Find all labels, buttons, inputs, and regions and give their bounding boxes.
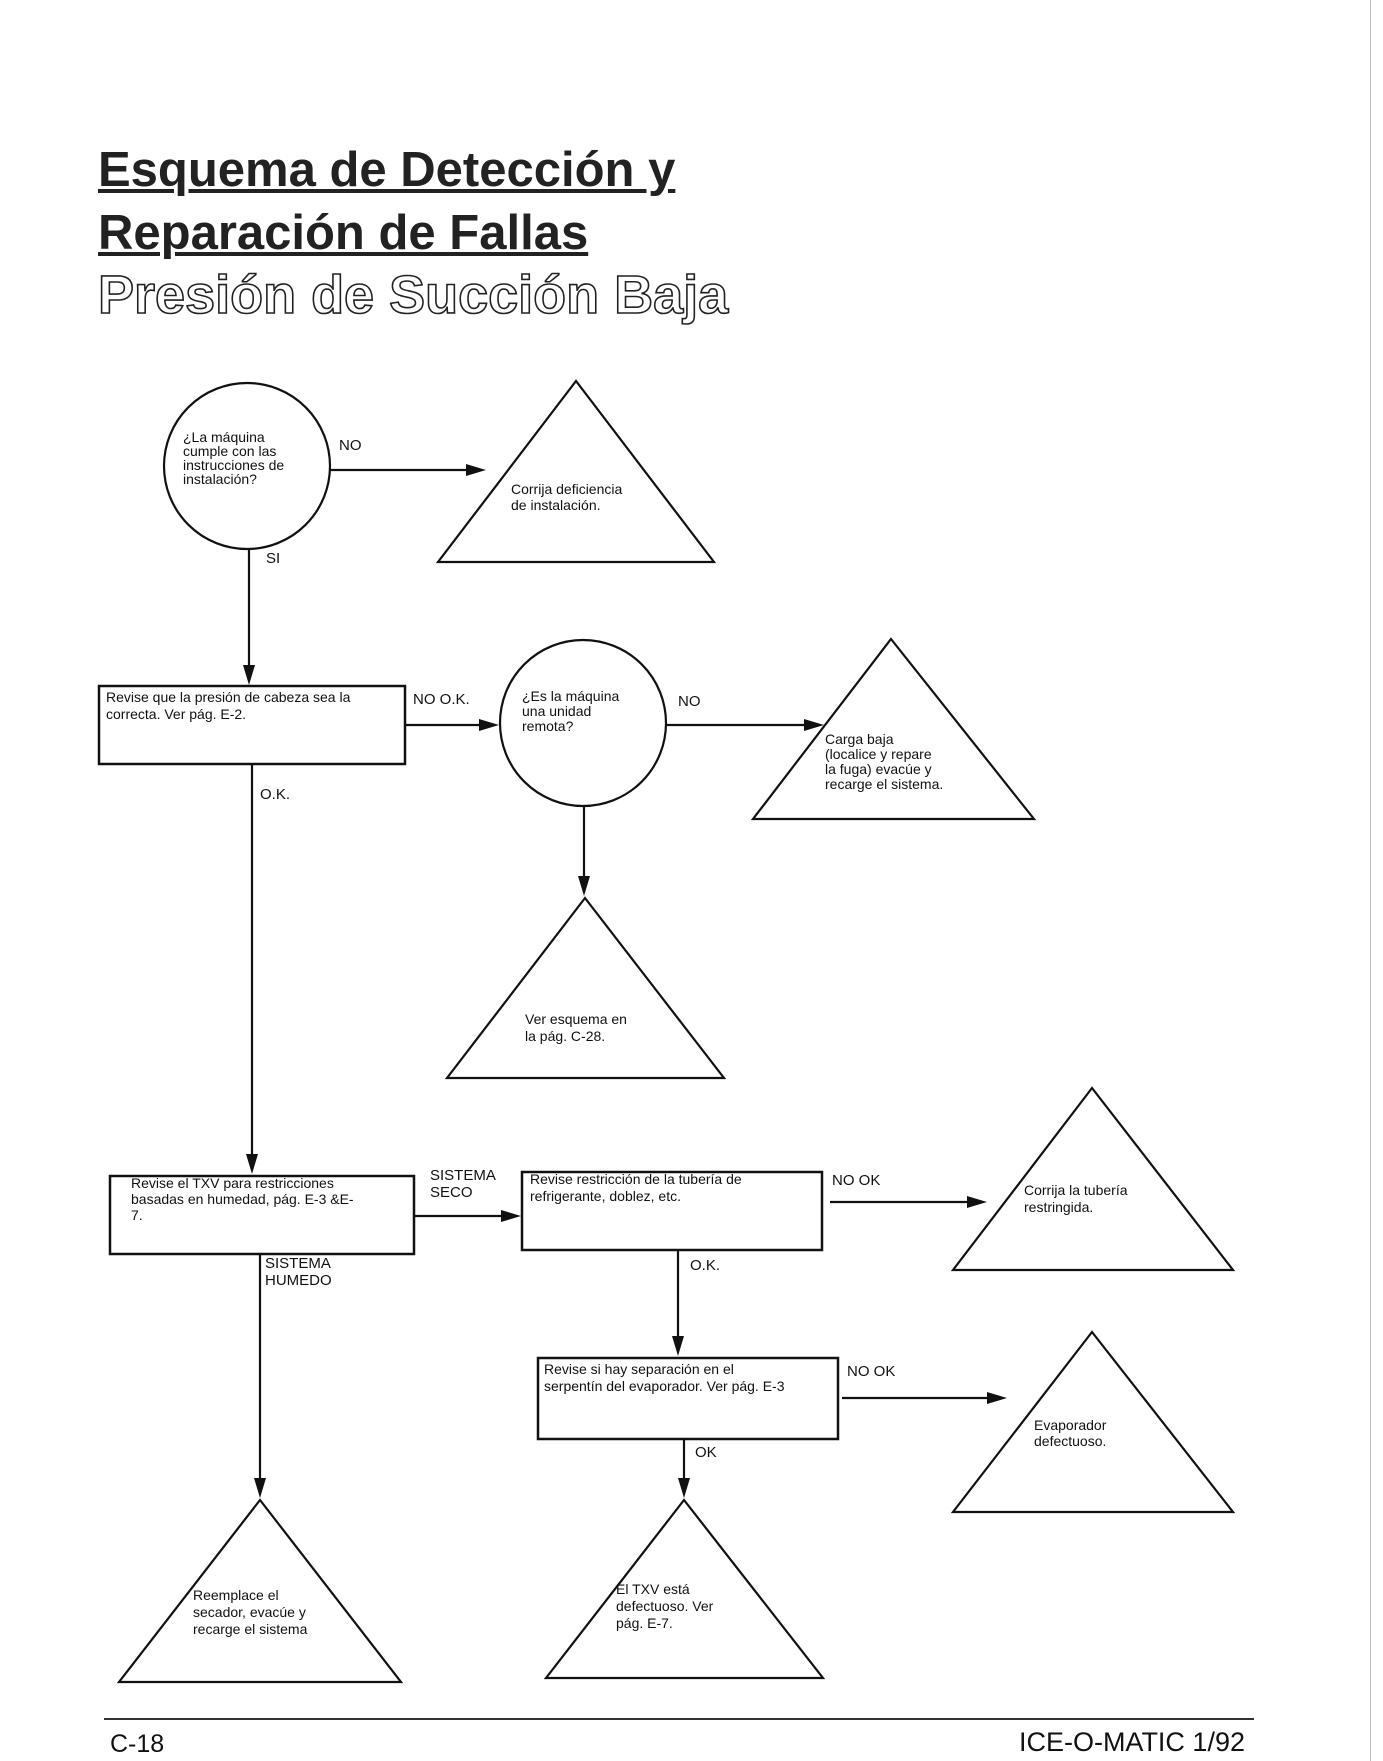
text-line: Revise restricción de la tubería de [530, 1171, 742, 1187]
text-line: secador, evacúe y [193, 1604, 306, 1620]
edge-label-evap-ok: OK [695, 1444, 717, 1461]
text-line: Ver esquema en [525, 1011, 627, 1027]
text-see-c28: Ver esquema en la pág. C-28. [525, 1011, 631, 1044]
text-line: Carga baja [825, 731, 894, 747]
node-see-c28 [444, 896, 727, 1080]
text-check-evap-separation: Revise si hay separación en el serpentín… [544, 1361, 785, 1394]
page-number: C-18 [110, 1730, 165, 1758]
text-line: instalación? [183, 471, 257, 487]
arrowhead-icon [987, 1392, 1007, 1404]
arrowhead-icon [804, 719, 824, 731]
text-line: una unidad [522, 703, 591, 719]
text-low-charge: Carga baja (localice y repare la fuga) e… [825, 731, 943, 792]
node-fix-install [435, 379, 717, 564]
node-replace-dryer [116, 1498, 404, 1684]
arrowhead-icon [678, 1478, 690, 1498]
text-line: recarge el sistema [193, 1621, 308, 1637]
node-check-txv-moisture [108, 1174, 416, 1256]
node-fix-line [950, 1086, 1236, 1272]
text-line: defectuoso. Ver [616, 1598, 714, 1614]
edge-label-dry-system: SISTEMA SECO [430, 1167, 499, 1201]
text-line: cumple con las [183, 443, 276, 459]
text-check-line-restriction: Revise restricción de la tubería de refr… [530, 1171, 746, 1204]
text-q-remote: ¿Es la máquina una unidad remota? [522, 688, 623, 734]
arrowhead-icon [967, 1196, 987, 1208]
edge-label-wet-system: SISTEMA HUMEDO [265, 1255, 334, 1289]
arrowhead-icon [246, 1154, 258, 1174]
text-line: ¿La máquina [183, 429, 265, 445]
text-line: recarge el sistema. [825, 776, 943, 792]
text-line: refrigerante, doblez, etc. [530, 1188, 681, 1204]
edge-label-install-no: NO [339, 437, 362, 454]
text-line: instrucciones de [183, 457, 284, 473]
text-line: El TXV está [616, 1581, 690, 1597]
node-txv-defective [543, 1498, 826, 1680]
edge-label-line: SISTEMA [265, 1255, 331, 1272]
node-check-line-restriction [520, 1170, 824, 1252]
edge-label-line: HUMEDO [265, 1272, 332, 1289]
text-q-install: ¿La máquina cumple con las instrucciones… [183, 429, 288, 487]
edge-label-head-not-ok: NO O.K. [413, 691, 470, 708]
text-evap-defective: Evaporador defectuoso. [1034, 1417, 1110, 1449]
arrowhead-icon [243, 665, 255, 685]
arrowhead-icon [254, 1478, 266, 1498]
publisher-footer: ICE-O-MATIC 1/92 [1018, 1727, 1245, 1757]
node-low-charge [750, 637, 1037, 821]
text-check-txv-moisture: Revise el TXV para restricciones basadas… [131, 1175, 357, 1223]
text-line: remota? [522, 718, 574, 734]
text-line: pág. E-7. [616, 1615, 673, 1631]
text-line: basadas en humedad, pág. E-3 &E- [131, 1191, 354, 1207]
text-line: Evaporador [1034, 1417, 1107, 1433]
edge-label-install-si: SI [266, 550, 280, 567]
text-fix-install: Corrija deficiencia de instalación. [511, 481, 626, 513]
text-line: Corrija deficiencia [511, 481, 622, 497]
edge-label-line-ok: O.K. [690, 1257, 720, 1274]
node-check-head-pressure [97, 684, 407, 766]
text-line: correcta. Ver pág. E-2. [106, 706, 246, 722]
text-line: (localice y repare [825, 746, 932, 762]
edge-label-head-ok: O.K. [260, 786, 290, 803]
edge-label-line: SECO [430, 1184, 473, 1201]
footer-divider [104, 1718, 1254, 1720]
edge-label-line: SISTEMA [430, 1167, 496, 1184]
text-txv-defective: El TXV está defectuoso. Ver pág. E-7. [616, 1581, 717, 1631]
text-line: ¿Es la máquina [522, 688, 619, 704]
text-line: 7. [131, 1207, 143, 1223]
text-line: Revise que la presión de cabeza sea la [106, 689, 351, 705]
arrowhead-icon [479, 719, 499, 731]
text-line: la fuga) evacúe y [825, 761, 932, 777]
text-line: de instalación. [511, 497, 601, 513]
text-line: defectuoso. [1034, 1433, 1106, 1449]
text-line: serpentín del evaporador. Ver pág. E-3 [544, 1378, 785, 1394]
text-fix-line: Corrija la tubería restringida. [1024, 1182, 1131, 1215]
scan-edge [1370, 0, 1371, 1761]
node-evap-defective [950, 1330, 1236, 1514]
title-line-2: Reparación de Fallas [98, 206, 589, 260]
title-line-1: Esquema de Detección y [98, 143, 676, 197]
arrowhead-icon [466, 464, 486, 476]
text-check-head-pressure: Revise que la presión de cabeza sea la c… [106, 689, 354, 722]
node-check-evap-separation [536, 1356, 840, 1441]
edge-label-remote-no: NO [678, 693, 701, 710]
text-line: la pág. C-28. [525, 1028, 605, 1044]
text-line: Revise el TXV para restricciones [131, 1175, 334, 1191]
text-replace-dryer: Reemplace el secador, evacúe y recarge e… [193, 1587, 310, 1637]
text-line: Revise si hay separación en el [544, 1361, 734, 1377]
text-line: restringida. [1024, 1199, 1093, 1215]
text-line: Corrija la tubería [1024, 1182, 1128, 1198]
arrowhead-icon [672, 1336, 684, 1356]
arrowhead-icon [501, 1210, 521, 1222]
edge-label-line-no-ok: NO OK [832, 1172, 880, 1189]
subtitle: Presión de Succión Baja [97, 265, 729, 325]
text-line: Reemplace el [193, 1587, 279, 1603]
arrowhead-icon [578, 876, 590, 896]
edge-label-evap-no-ok: NO OK [847, 1363, 895, 1380]
node-q-install [162, 381, 332, 551]
